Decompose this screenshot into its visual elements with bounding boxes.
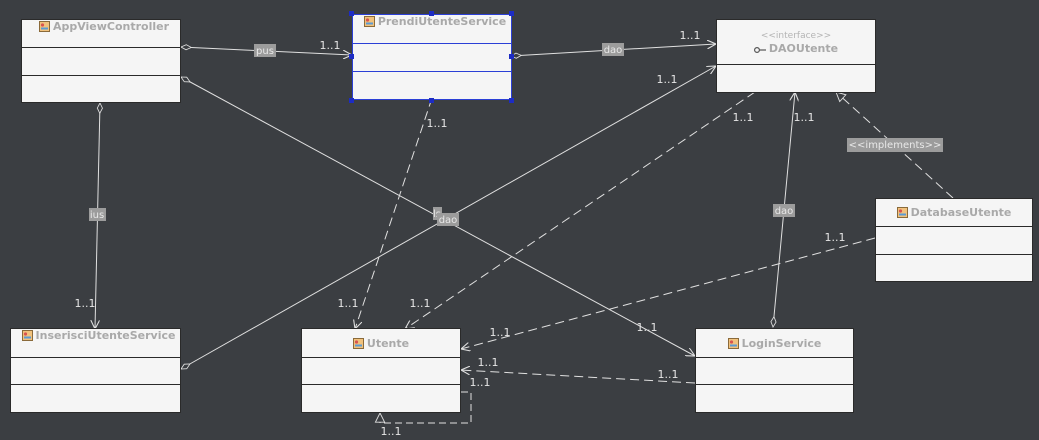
class-icon bbox=[38, 21, 50, 32]
class-icon bbox=[352, 337, 364, 349]
connector-login-utente[interactable]: 1..1 1..1 bbox=[461, 356, 696, 384]
class-header: DatabaseUtente bbox=[876, 199, 1032, 227]
connector-dao-cross-label: dao bbox=[439, 215, 458, 226]
class-header: AppViewController bbox=[22, 20, 180, 48]
connector-ius-multiplicity: 1..1 bbox=[75, 297, 96, 310]
connector-dao-cross[interactable]: dao 1..1 bbox=[181, 66, 716, 369]
operations-section bbox=[876, 255, 1032, 281]
connector-dao-login[interactable]: dao 1..1 bbox=[773, 92, 815, 327]
class-icon bbox=[21, 330, 33, 341]
connector-utente-self-multiplicity-source: 1..1 bbox=[470, 376, 491, 389]
selection-handle-se[interactable] bbox=[509, 98, 514, 103]
selection-handle-n[interactable] bbox=[429, 11, 434, 16]
class-name: AppViewController bbox=[52, 20, 170, 33]
connector-pus-label: pus bbox=[256, 46, 274, 57]
class-app-view-controller[interactable]: AppViewController bbox=[21, 19, 181, 103]
operations-section bbox=[353, 72, 511, 99]
operations-section bbox=[11, 385, 180, 412]
operations-section bbox=[22, 76, 180, 102]
connector-pus[interactable]: pus 1..1 bbox=[181, 39, 352, 57]
connector-dao-top-multiplicity: 1..1 bbox=[680, 29, 701, 42]
class-header: Utente bbox=[302, 329, 460, 358]
class-name: LoginService bbox=[741, 336, 822, 350]
class-name: PrendiUtenteService bbox=[377, 15, 507, 28]
connector-db-utente[interactable]: 1..1 1..1 bbox=[461, 231, 876, 349]
selection-handle-ne[interactable] bbox=[509, 11, 514, 16]
connector-prendi-utente-multiplicity-target: 1..1 bbox=[338, 297, 359, 310]
attributes-section bbox=[353, 44, 511, 72]
connector-dao-top-label: dao bbox=[604, 45, 623, 56]
selection-handle-e[interactable] bbox=[509, 54, 514, 59]
attributes-section bbox=[11, 358, 180, 385]
connector-ls-multiplicity: 1..1 bbox=[637, 321, 658, 334]
class-icon bbox=[363, 16, 375, 27]
attributes-section bbox=[876, 227, 1032, 255]
connector-utente-self[interactable]: 1..1 1..1 bbox=[380, 376, 491, 438]
interface-icon bbox=[753, 44, 766, 54]
connector-login-utente-multiplicity-target: 1..1 bbox=[478, 356, 499, 369]
connector-dao-utente-multiplicity-target: 1..1 bbox=[410, 297, 431, 310]
stereotype-label: <<interface>> bbox=[760, 30, 832, 41]
class-header: <<interface>> DAOUtente bbox=[717, 20, 875, 65]
connector-dao-top[interactable]: dao 1..1 bbox=[511, 29, 716, 56]
attributes-section bbox=[696, 358, 853, 385]
attributes-section bbox=[302, 358, 460, 385]
connector-dao-cross-multiplicity: 1..1 bbox=[657, 73, 678, 86]
connector-dao-utente-multiplicity-source: 1..1 bbox=[733, 111, 754, 124]
connector-dao-login-label: dao bbox=[775, 206, 794, 217]
selection-handle-sw[interactable] bbox=[349, 98, 354, 103]
class-name: DatabaseUtente bbox=[910, 206, 1012, 219]
class-inserisci-utente-service[interactable]: InserisciUtenteService bbox=[10, 328, 181, 413]
connector-dao-login-multiplicity: 1..1 bbox=[794, 111, 815, 124]
class-name: Utente bbox=[366, 336, 410, 350]
connector-prendi-utente[interactable]: 1..1 1..1 bbox=[338, 97, 448, 329]
selection-handle-s[interactable] bbox=[429, 98, 434, 103]
connector-implements-label: <<implements>> bbox=[849, 140, 942, 151]
attributes-section bbox=[22, 48, 180, 76]
connector-db-utente-multiplicity-target: 1..1 bbox=[490, 326, 511, 339]
operations-section bbox=[696, 385, 853, 412]
class-login-service[interactable]: LoginService bbox=[695, 328, 854, 413]
connector-db-utente-multiplicity-source: 1..1 bbox=[825, 231, 846, 244]
connector-login-utente-multiplicity-source: 1..1 bbox=[658, 368, 679, 381]
class-header: InserisciUtenteService bbox=[11, 329, 180, 358]
selection-handle-w[interactable] bbox=[349, 54, 354, 59]
connector-dao-utente-dep[interactable]: 1..1 1..1 bbox=[405, 91, 756, 329]
selection-handle-nw[interactable] bbox=[349, 11, 354, 16]
connector-utente-self-multiplicity-target: 1..1 bbox=[381, 425, 402, 438]
class-header: LoginService bbox=[696, 329, 853, 358]
class-utente[interactable]: Utente bbox=[301, 328, 461, 413]
connector-prendi-utente-multiplicity-source: 1..1 bbox=[427, 117, 448, 130]
class-name: DAOUtente bbox=[768, 41, 839, 55]
class-database-utente[interactable]: DatabaseUtente bbox=[875, 198, 1033, 282]
class-header: PrendiUtenteService bbox=[353, 15, 511, 44]
connector-implements[interactable]: <<implements>> bbox=[836, 92, 954, 199]
class-name: InserisciUtenteService bbox=[35, 329, 176, 342]
class-icon bbox=[896, 207, 908, 218]
class-prendi-utente-service[interactable]: PrendiUtenteService bbox=[352, 14, 512, 100]
interface-dao-utente[interactable]: <<interface>> DAOUtente bbox=[716, 19, 876, 93]
class-icon bbox=[727, 337, 739, 349]
connector-pus-multiplicity: 1..1 bbox=[320, 39, 341, 52]
connector-ius-label: ius bbox=[90, 210, 104, 221]
operations-section bbox=[717, 65, 875, 92]
operations-section bbox=[302, 385, 460, 412]
connector-ius[interactable]: ius 1..1 bbox=[75, 103, 107, 329]
